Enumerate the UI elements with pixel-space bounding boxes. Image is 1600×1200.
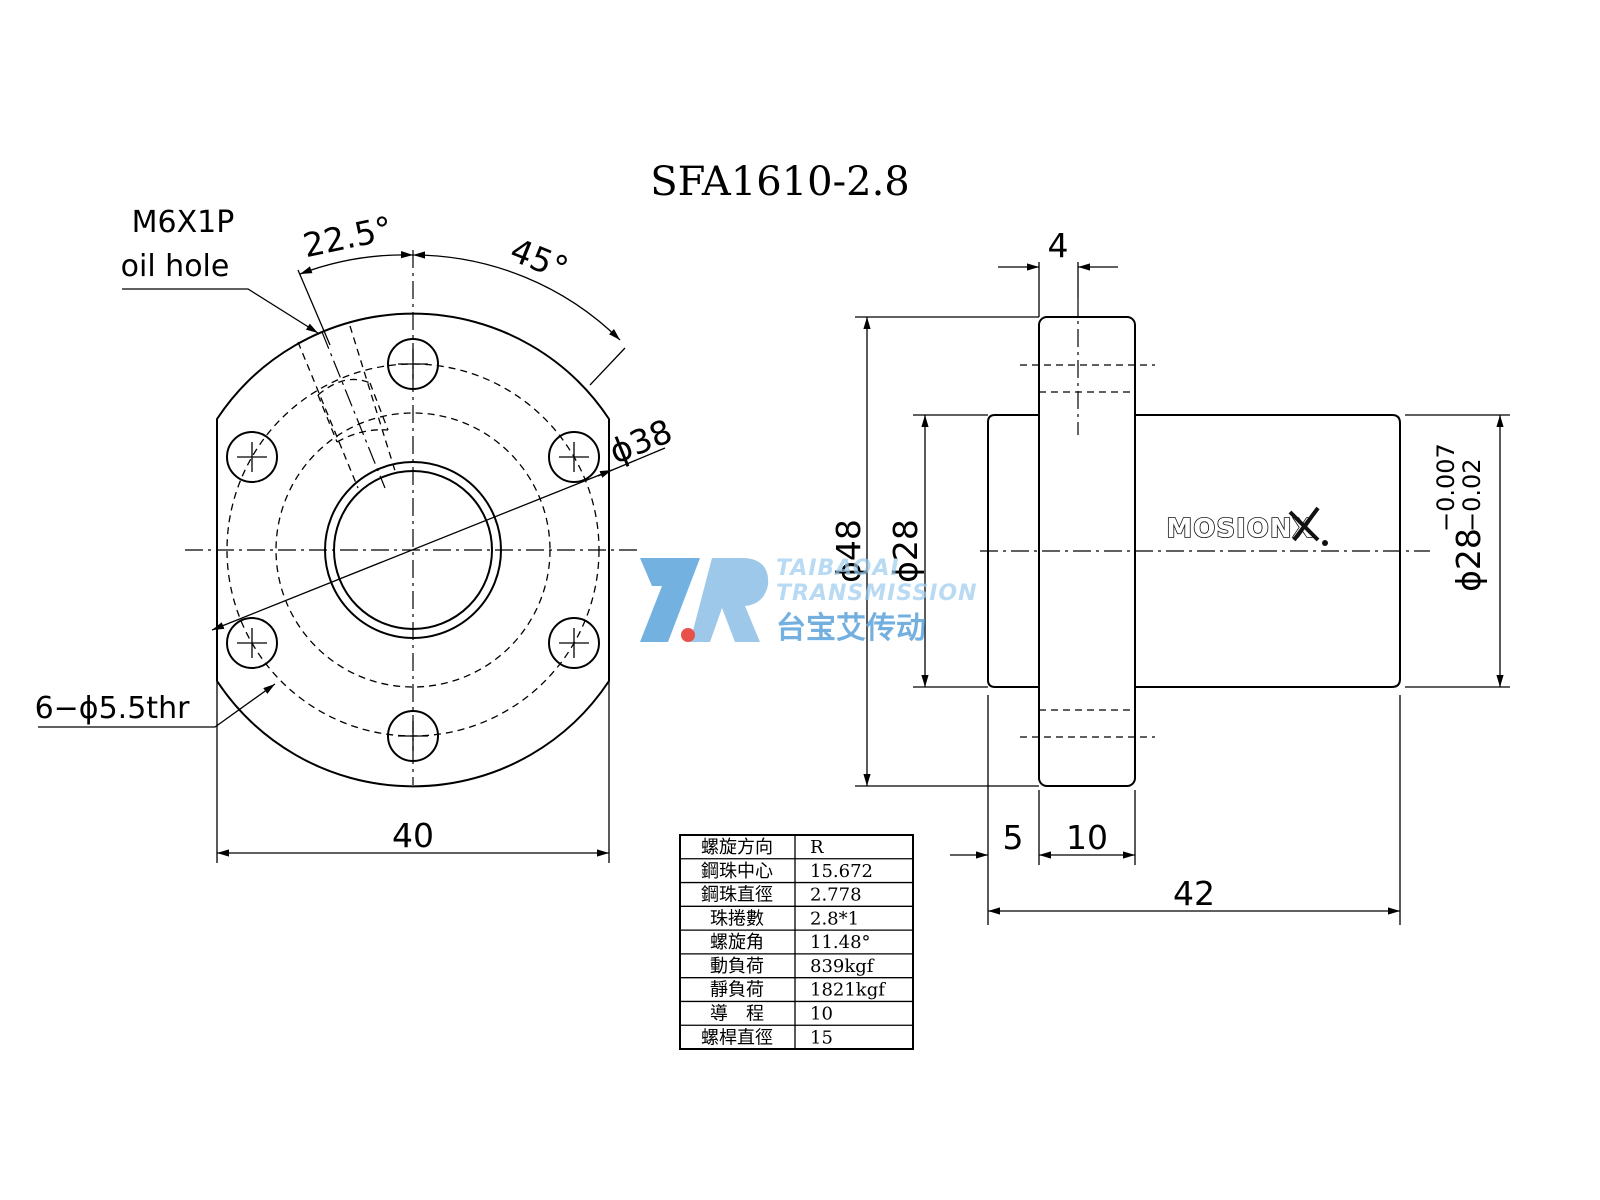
front-view: 22.5° 45° M6X1P oil hole ϕ38 6−ϕ5.5thr 4… xyxy=(35,205,678,863)
watermark-cn: 台宝艾传动 xyxy=(776,611,926,646)
body-dia-label: ϕ28 xyxy=(1449,528,1488,592)
flange-len-label: 10 xyxy=(1066,818,1108,857)
bolt-circle-label: ϕ38 xyxy=(604,411,678,471)
spec-value: 1821kgf xyxy=(810,980,886,1001)
spec-value: R xyxy=(810,837,824,858)
bore-dia-label: ϕ28 xyxy=(886,519,925,583)
tolerance-upper: −0.007 xyxy=(1432,443,1460,532)
watermark-logo-mark xyxy=(640,558,700,642)
watermark-line2: TRANSMISSION xyxy=(776,581,978,606)
angle-22-label: 22.5° xyxy=(300,208,396,265)
angle-45-ref xyxy=(589,347,626,386)
spec-label: 螺桿直徑 xyxy=(701,1027,773,1048)
holes-leader xyxy=(38,683,276,728)
left-len-label: 5 xyxy=(1003,818,1024,857)
spec-label: 鋼珠直徑 xyxy=(701,885,773,906)
flange-dia-label: ϕ48 xyxy=(829,519,868,583)
spec-value: 839kgf xyxy=(810,956,875,977)
spec-value: 10 xyxy=(810,1004,833,1025)
watermark-red-dot xyxy=(681,628,695,642)
flange-offset-label: 4 xyxy=(1048,226,1069,265)
spec-table: 螺旋方向 R 鋼珠中心 15.672 鋼珠直徑 2.778 珠捲數 2.8*1 螺旋角 11.48… xyxy=(679,834,914,1050)
spec-label: 導 程 xyxy=(710,1004,764,1025)
spec-label: 鋼珠中心 xyxy=(701,861,773,882)
spec-value: 11.48° xyxy=(810,932,871,953)
brand-logo: MOSIONX xyxy=(1166,514,1313,544)
total-len-label: 42 xyxy=(1173,874,1215,913)
width-label: 40 xyxy=(392,816,434,855)
drawing-title: SFA1610-2.8 xyxy=(650,159,910,205)
angle-45-label: 45° xyxy=(505,230,574,288)
brand-x-swoosh xyxy=(1288,506,1320,542)
spec-label: 螺旋角 xyxy=(710,932,764,953)
oil-hole-spec-label: M6X1P xyxy=(132,205,235,240)
spec-value: 2.778 xyxy=(810,885,862,906)
oil-hole xyxy=(297,325,397,489)
spec-value: 15 xyxy=(810,1027,833,1048)
spec-label: 螺旋方向 xyxy=(701,837,773,858)
oil-hole-angle-ref xyxy=(297,269,331,346)
bolt-circle-dim-line xyxy=(211,469,613,631)
oil-hole-label: oil hole xyxy=(121,249,230,284)
angle-arc-45 xyxy=(412,251,621,341)
tolerance-lower: −0.02 xyxy=(1458,458,1486,532)
spec-value: 2.8*1 xyxy=(810,908,859,929)
spec-label: 靜負荷 xyxy=(710,980,764,1001)
angle-arc-22 xyxy=(299,251,414,275)
spec-label: 動負荷 xyxy=(710,956,764,977)
spec-value: 15.672 xyxy=(810,861,873,882)
holes-label: 6−ϕ5.5thr xyxy=(35,691,191,726)
oil-hole-leader xyxy=(122,288,319,334)
side-view: MOSIONX 4 ϕ48 ϕ28 ϕ28 −0.007 −0.02 xyxy=(829,226,1510,925)
watermark: TAIBAOAI TRANSMISSION 台宝艾传动 xyxy=(640,556,978,646)
spec-label: 珠捲數 xyxy=(710,908,764,929)
watermark-line1: TAIBAOAI xyxy=(776,556,900,581)
